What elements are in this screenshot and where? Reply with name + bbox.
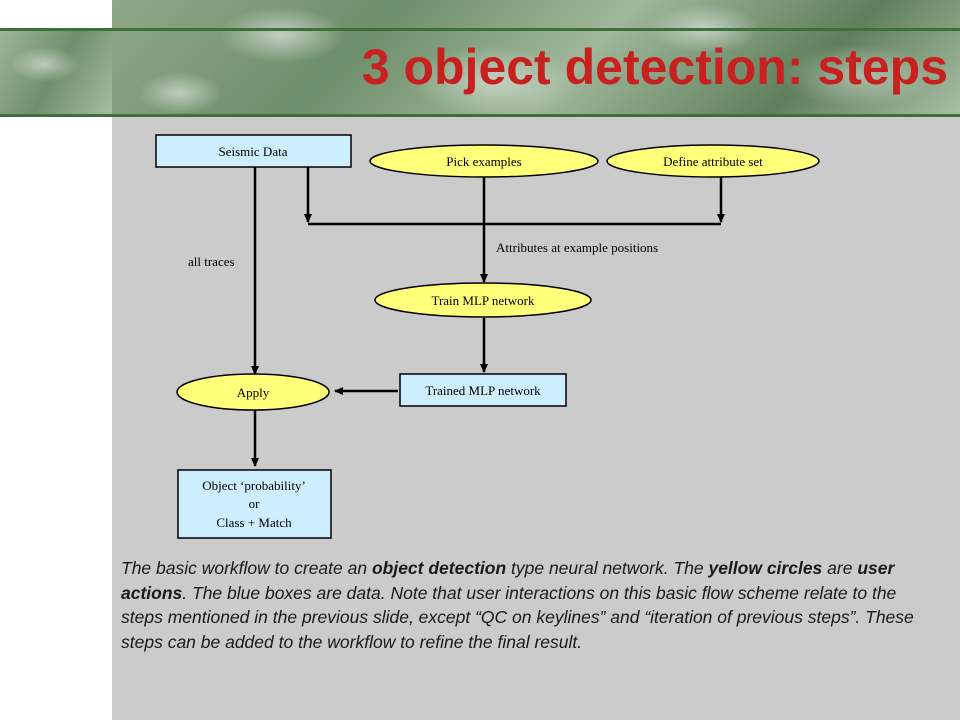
node-train-mlp: Train MLP network	[374, 282, 592, 318]
node-apply: Apply	[176, 373, 330, 411]
left-strip	[0, 0, 112, 720]
label-all-traces: all traces	[188, 254, 235, 269]
node-train-mlp-label: Train MLP network	[431, 293, 535, 308]
node-output-line1: Object ‘probability’	[202, 478, 306, 493]
node-pick-examples-label: Pick examples	[446, 154, 521, 169]
header-top-rule	[0, 28, 960, 31]
node-trained-mlp: Trained MLP network	[399, 373, 567, 407]
node-seismic-data: Seismic Data	[155, 134, 352, 168]
header-texture	[112, 0, 960, 116]
content-background	[112, 117, 960, 720]
node-apply-label: Apply	[237, 385, 270, 400]
node-trained-mlp-label: Trained MLP network	[425, 383, 541, 398]
node-output-line3: Class + Match	[216, 515, 292, 530]
slide-title: 3 object detection: steps	[361, 39, 948, 95]
node-define-attribute-set: Define attribute set	[606, 144, 820, 178]
node-pick-examples: Pick examples	[369, 144, 599, 178]
node-output-line2: or	[249, 496, 261, 511]
node-output: Object ‘probability’ or Class + Match	[177, 469, 332, 539]
header-rule	[0, 114, 960, 117]
label-attributes-at-positions: Attributes at example positions	[496, 240, 658, 255]
node-seismic-data-label: Seismic Data	[219, 144, 288, 159]
caption-text: The basic workflow to create an object d…	[121, 558, 914, 652]
connector-lines	[251, 167, 725, 467]
node-define-attribute-set-label: Define attribute set	[663, 154, 763, 169]
header-texture-left	[0, 30, 112, 116]
